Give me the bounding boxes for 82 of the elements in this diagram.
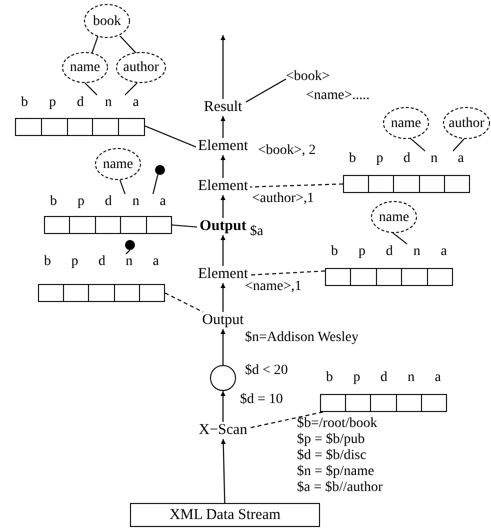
field-label: p <box>77 194 84 209</box>
connector-line <box>250 183 344 188</box>
field-label: d <box>403 151 410 166</box>
field-label: n <box>413 244 420 259</box>
operator-annotation: <author>,1 <box>252 191 314 207</box>
variable-binding: $a = $b//author <box>297 480 383 496</box>
connector-line <box>84 82 98 96</box>
field-label: b <box>21 95 28 110</box>
tag-name: name <box>70 60 100 75</box>
operator-annotation: $n=Addison Wesley <box>245 330 358 346</box>
field-label: p <box>71 254 78 269</box>
connector-line <box>120 36 136 54</box>
field-label: n <box>126 254 133 269</box>
variable-binding: $n = $p/name <box>297 464 376 480</box>
stream-box: XML Data Stream <box>130 503 320 527</box>
operator-label: Element <box>196 178 250 195</box>
field-label: d <box>386 244 393 259</box>
field-label: d <box>380 370 388 385</box>
field-label: d <box>98 254 106 269</box>
result-text: <name>..... <box>306 87 371 105</box>
tag-name: book <box>93 14 121 28</box>
operator-label: Result <box>199 99 247 116</box>
field-label: b <box>331 244 338 259</box>
field-label: d <box>76 95 84 110</box>
field-label: a <box>458 151 464 166</box>
field-label: p <box>376 151 384 166</box>
field-label: a <box>440 244 447 259</box>
operator-label: X−Scan <box>197 422 249 439</box>
tag-name: author <box>448 116 484 130</box>
field-label: n <box>430 151 438 166</box>
operator-annotation: $d < 20 <box>245 363 288 379</box>
connector-line <box>248 411 324 429</box>
connector-line <box>392 232 408 244</box>
arrow <box>220 391 226 422</box>
field-label: b <box>50 194 57 209</box>
field-label: n <box>132 194 140 209</box>
operator-label: Output <box>197 218 249 235</box>
variable-binding: $b=/root/book <box>297 416 378 432</box>
variable-binding: $d = $b/disc <box>297 448 368 464</box>
operator-label: Output <box>199 312 247 329</box>
arrow <box>220 235 226 266</box>
connector-line <box>119 180 126 194</box>
result-text: <book> <box>286 68 331 86</box>
field-label: p <box>48 95 56 110</box>
field-label: n <box>408 370 415 385</box>
field-label: d <box>104 194 112 209</box>
connector-line <box>172 224 198 228</box>
tag-name: author <box>123 60 159 75</box>
arrow <box>220 35 226 99</box>
arrow <box>220 155 226 178</box>
connector-line <box>246 78 286 102</box>
field-label: n <box>104 95 112 110</box>
operator-label: Element <box>196 138 250 155</box>
connector-line <box>250 270 326 276</box>
field-label: p <box>358 244 366 259</box>
connector-line <box>452 138 464 152</box>
arrow <box>220 438 226 504</box>
connector-line <box>144 126 196 148</box>
tag-name: name <box>378 210 410 224</box>
field-label: a <box>434 370 441 385</box>
connector-line <box>410 138 426 152</box>
operator-annotation: <book>, 2 <box>258 143 316 159</box>
connector-line <box>164 292 204 312</box>
arrow <box>220 283 226 312</box>
field-label: a <box>132 95 139 110</box>
tag-name: name <box>390 116 422 130</box>
connector-line <box>152 174 159 194</box>
field-label: a <box>160 194 166 209</box>
connector-line <box>91 36 99 54</box>
connector-line <box>126 250 130 254</box>
connector-line <box>124 82 138 96</box>
arrow <box>220 195 226 218</box>
arrow <box>220 116 226 138</box>
field-label: a <box>152 254 159 269</box>
field-label: b <box>349 151 356 166</box>
field-label: b <box>44 254 51 269</box>
tag-name: name <box>102 156 134 172</box>
field-label: p <box>353 370 360 385</box>
variable-binding: $p = $b/pub <box>297 432 366 448</box>
arrow <box>220 329 226 365</box>
field-label: b <box>326 370 333 385</box>
operator-annotation: $a <box>250 224 264 240</box>
